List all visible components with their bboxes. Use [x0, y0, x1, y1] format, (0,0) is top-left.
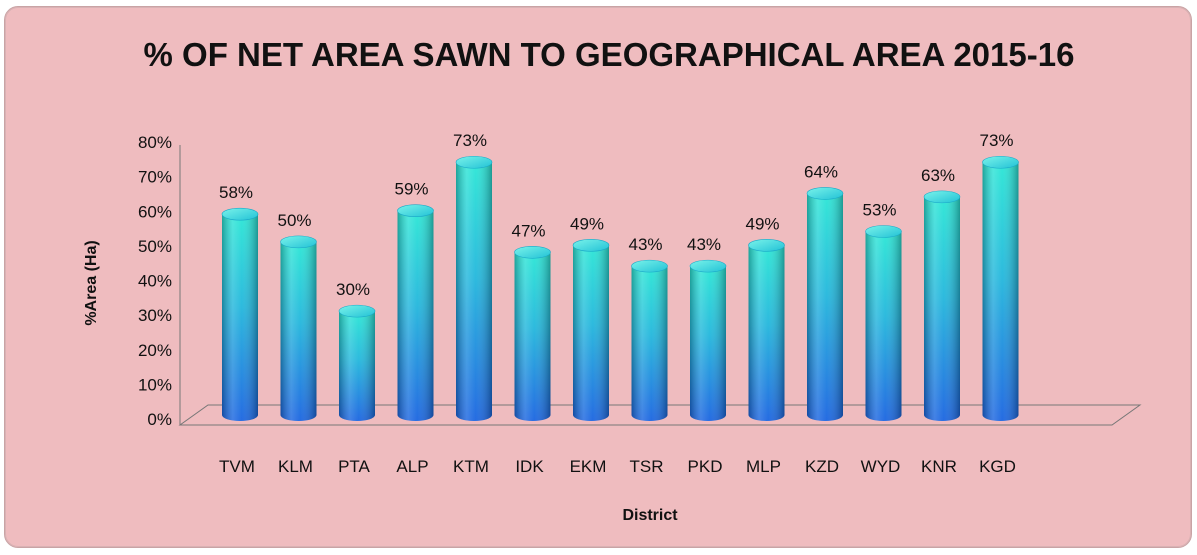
y-axis-ticks: 0% 10% 20% 30% 40% 50% 60% 70% 80% [138, 133, 172, 429]
data-label: 73% [453, 131, 487, 150]
data-label: 53% [862, 200, 896, 219]
x-tick-label: ALP [396, 457, 428, 476]
y-tick-label: 40% [138, 272, 172, 291]
x-axis-label: District [622, 507, 678, 524]
bar-cap [689, 259, 727, 273]
x-tick-label: KZD [805, 457, 839, 476]
bar: 59% [394, 180, 434, 422]
bar: 73% [979, 131, 1019, 422]
data-label: 47% [511, 221, 545, 240]
y-axis-label: %Area (Ha) [83, 240, 100, 325]
bar-shading [631, 266, 668, 422]
bar-cap [397, 204, 434, 218]
bar-shading [456, 162, 492, 422]
x-tick-label: KNR [921, 457, 957, 476]
bar-shading [982, 162, 1019, 422]
y-tick-label: 10% [138, 375, 172, 394]
bar: 50% [277, 211, 317, 422]
bar-cap [572, 239, 610, 252]
x-tick-label: PTA [338, 457, 370, 476]
bar: 49% [570, 214, 610, 421]
x-tick-label: TSR [630, 457, 664, 476]
bar-cap [865, 225, 902, 238]
x-tick-label: KTM [453, 457, 489, 476]
data-label: 30% [336, 280, 370, 299]
x-tick-label: PKD [688, 457, 723, 476]
y-tick-label: 50% [138, 237, 172, 256]
bar-cap [982, 155, 1019, 169]
bar-cap [631, 259, 668, 273]
bar-cap [923, 190, 961, 204]
bar-cap [455, 155, 493, 169]
y-tick-label: 80% [138, 133, 172, 152]
x-tick-label: KGD [979, 457, 1016, 476]
data-label: 58% [219, 183, 253, 202]
data-label: 49% [745, 214, 779, 233]
y-tick-label: 70% [138, 168, 172, 187]
bar: 63% [921, 166, 961, 421]
bar-cap [280, 235, 317, 249]
bar: 64% [804, 162, 844, 421]
bar: 47% [511, 221, 551, 422]
x-axis-ticks: TVM KLM PTA ALP KTM IDK EKM TSR PKD MLP KZD WYD KNR K… [219, 457, 1016, 476]
bar: 43% [687, 235, 727, 421]
y-tick-label: 20% [138, 341, 172, 360]
bar-shading [748, 245, 785, 422]
x-tick-label: EKM [570, 457, 607, 476]
bar: 53% [862, 200, 902, 422]
chart-title: % OF NET AREA SAWN TO GEOGRAPHICAL AREA … [144, 36, 1075, 73]
bar-cap [514, 245, 551, 259]
data-label: 63% [921, 166, 955, 185]
bar-cap [806, 187, 844, 200]
bar-shading [807, 193, 843, 421]
bar-shading [397, 210, 434, 422]
bar: 58% [219, 183, 259, 421]
data-label: 50% [277, 211, 311, 230]
bar-shading [690, 266, 726, 421]
data-label: 43% [628, 235, 662, 254]
data-label: 64% [804, 162, 838, 181]
data-label: 43% [687, 235, 721, 254]
bar: 30% [336, 280, 376, 421]
bar-shading [339, 311, 375, 421]
y-tick-label: 0% [147, 410, 172, 429]
bar-cap [748, 239, 785, 252]
bar: 73% [453, 131, 493, 422]
data-label: 73% [979, 131, 1013, 150]
data-label: 49% [570, 214, 604, 233]
bars-group: 58% 50% 30% 59% 73% 47% 49% 43% 43% 49% 64% 53% 63% 7… [219, 131, 1019, 422]
bar-shading [924, 196, 960, 421]
y-tick-label: 60% [138, 202, 172, 221]
bar-cap [221, 207, 259, 221]
x-tick-label: IDK [515, 457, 544, 476]
bar: 43% [628, 235, 668, 422]
x-tick-label: MLP [746, 457, 781, 476]
bar-shading [514, 252, 551, 422]
x-tick-label: TVM [219, 457, 255, 476]
bar-shading [222, 214, 258, 421]
x-tick-label: KLM [278, 457, 313, 476]
bar-shading [280, 241, 317, 422]
bar-shading [573, 245, 609, 421]
x-tick-label: WYD [861, 457, 901, 476]
bar-cap [338, 304, 376, 318]
data-label: 59% [394, 180, 428, 199]
y-tick-label: 30% [138, 306, 172, 325]
bar-shading [865, 231, 902, 422]
bar: 49% [745, 214, 785, 422]
